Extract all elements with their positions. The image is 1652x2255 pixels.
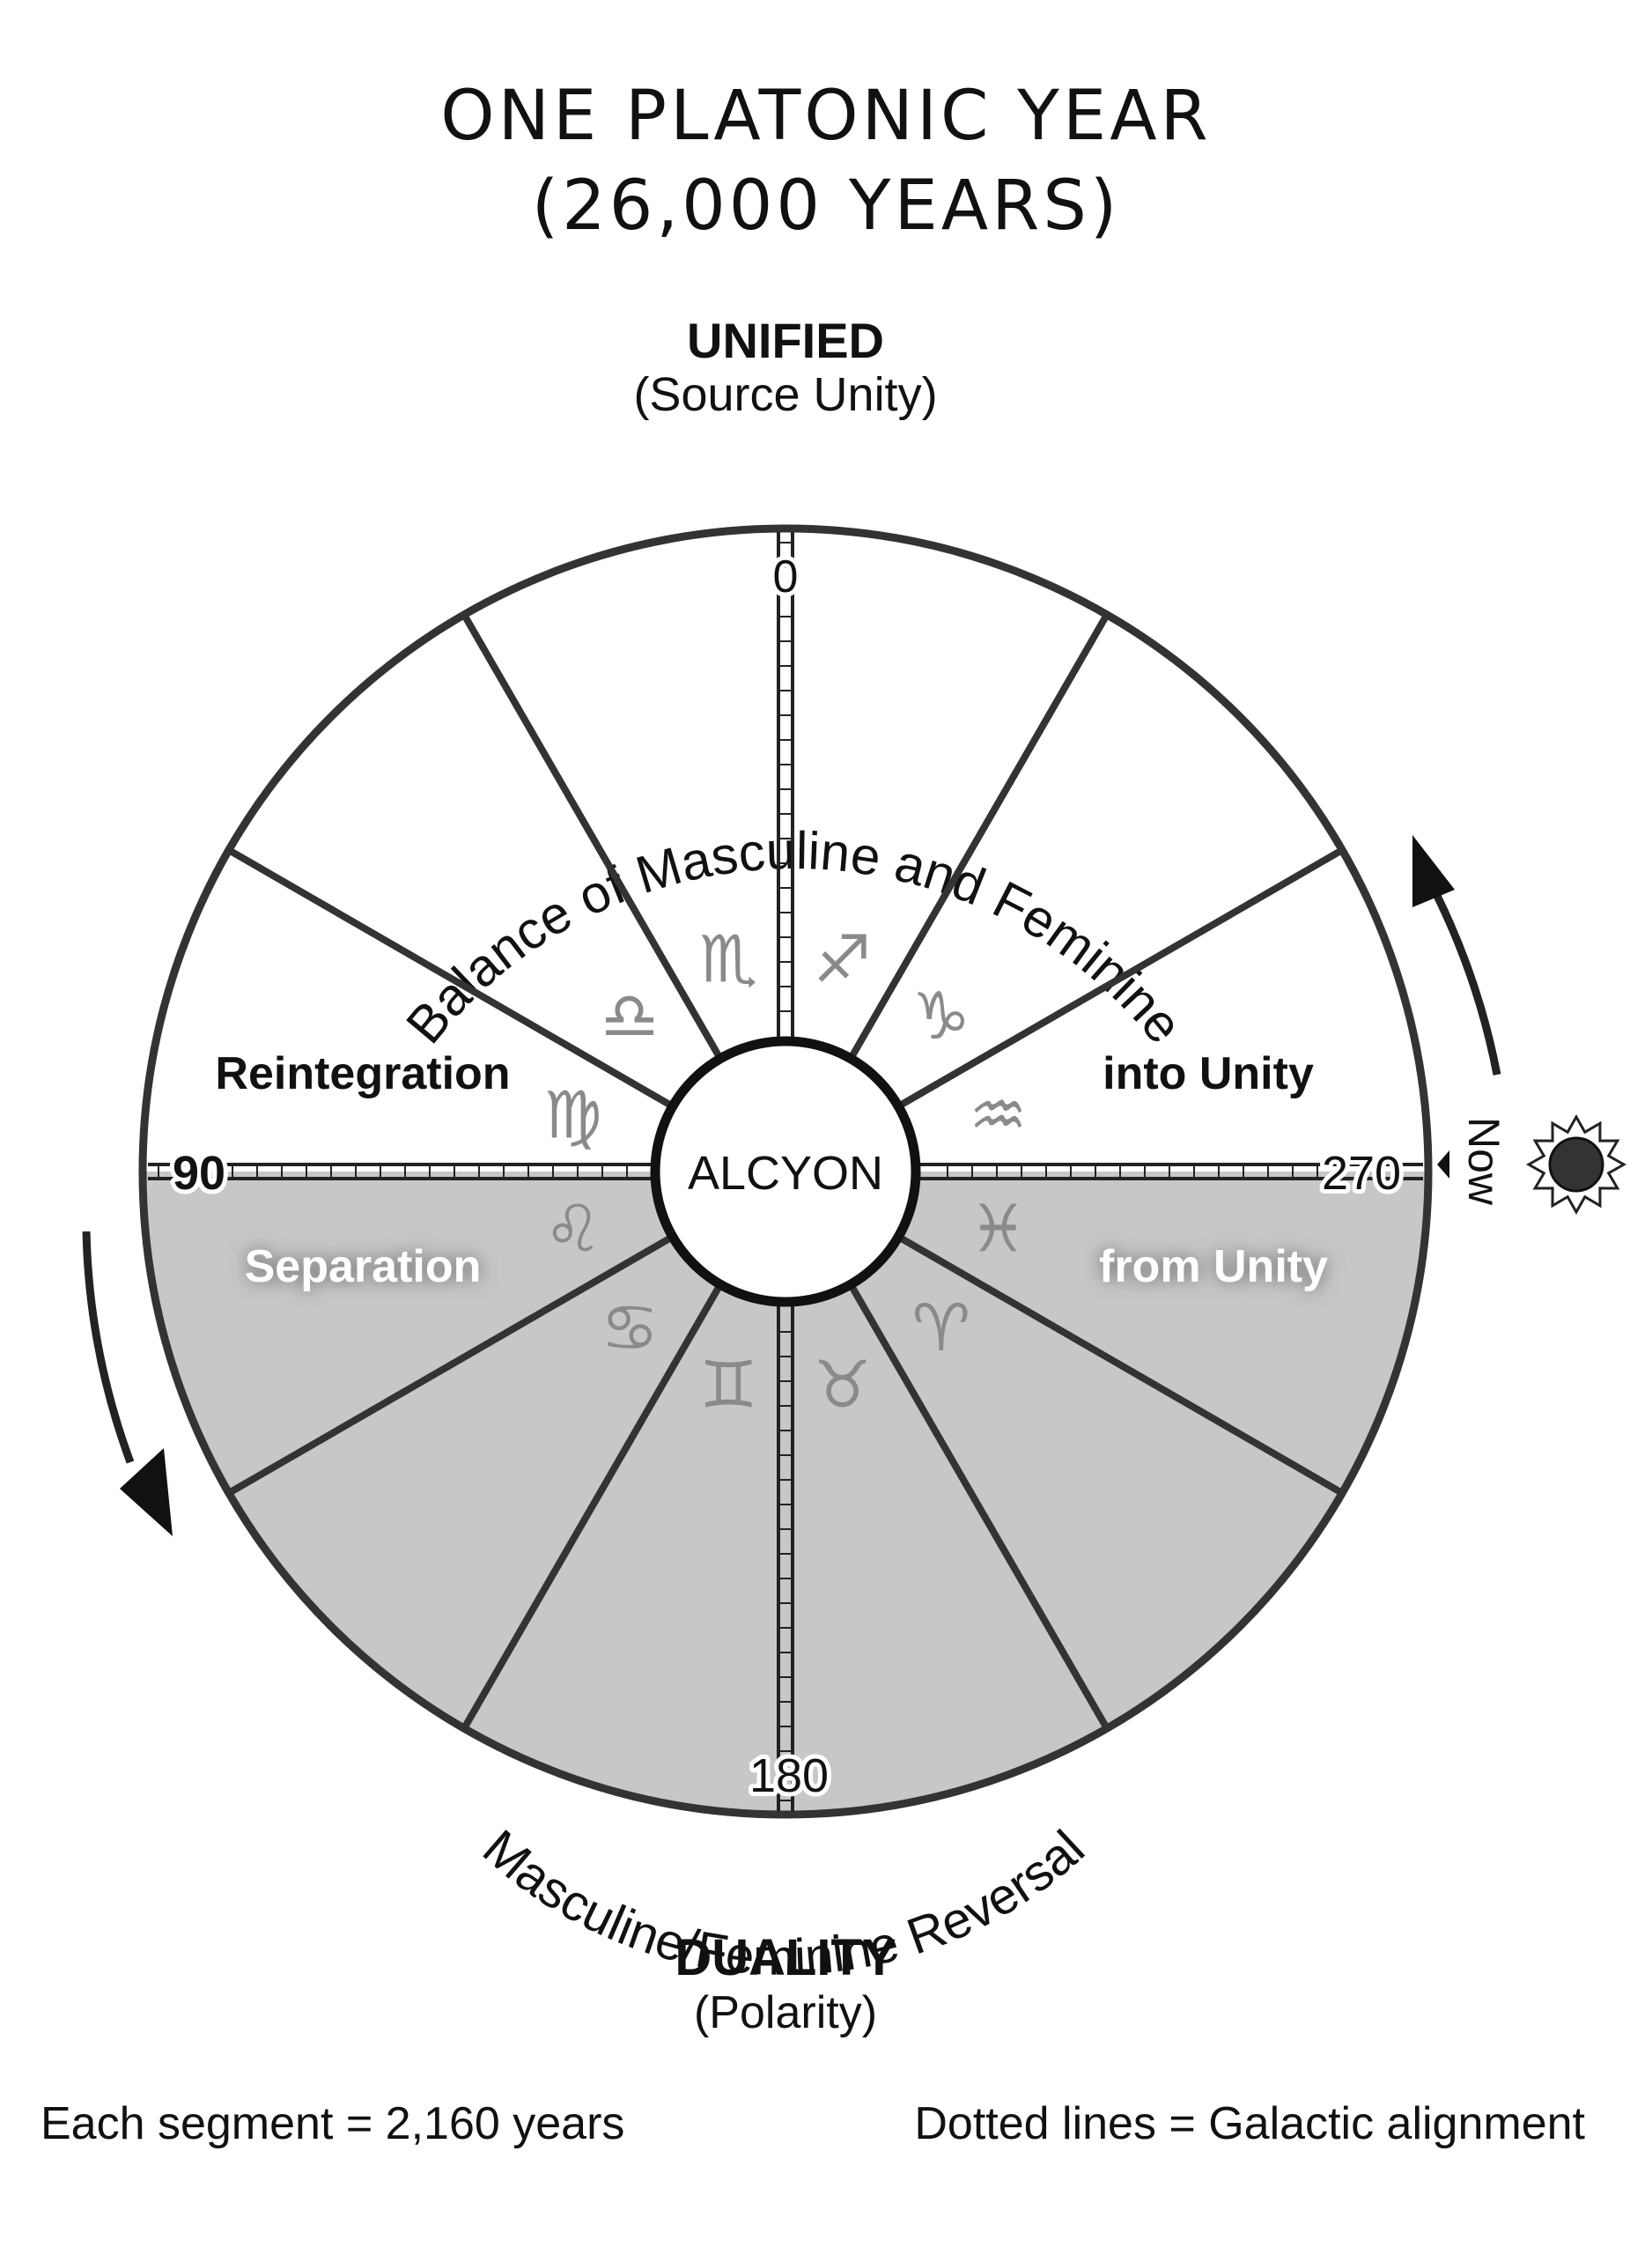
duality-subheading: (Polarity) [694, 1987, 877, 2038]
wheel: ALCYON 0 90 180 270 Reintegration into U… [138, 524, 1433, 1819]
degree-0-label: 0 [773, 551, 799, 603]
segment-divider [847, 1283, 1110, 1731]
alignment-legend: Dotted lines = Galactic alignment [914, 2098, 1585, 2149]
segment-divider [896, 847, 1345, 1110]
segment-divider [461, 1283, 724, 1731]
pisces-icon: ♓ [969, 1192, 1027, 1268]
now-pointer-icon [1437, 1150, 1449, 1179]
diagram-title: ONE PLATONIC YEAR [440, 77, 1212, 156]
segment-legend: Each segment = 2,160 years [41, 2098, 624, 2149]
diagram-subtitle: (26,000 YEARS) [532, 166, 1121, 246]
aquarius-icon: ♒ [969, 1077, 1027, 1153]
unified-heading: UNIFIED [687, 313, 884, 368]
taurus-icon: ♉ [814, 1347, 872, 1423]
degree-270-label: 270 [1322, 1147, 1401, 1200]
center-label: ALCYON [688, 1147, 883, 1200]
capricorn-icon: ♑ [912, 979, 970, 1054]
segment-divider [847, 612, 1110, 1061]
sagittarius-icon: ♐ [814, 922, 872, 998]
alignment-ticks [158, 542, 1392, 1801]
leo-icon: ♌ [543, 1192, 601, 1268]
now-label: Now [1459, 1117, 1508, 1206]
lower-half-fill [143, 1172, 1428, 1815]
segment-divider [226, 847, 675, 1110]
aries-icon: ♈ [912, 1290, 970, 1366]
left-direction-arrow [82, 1231, 173, 1536]
segment-divider [226, 1233, 675, 1497]
unified-subheading: (Source Unity) [633, 368, 937, 421]
libra-icon: ♎ [601, 979, 659, 1054]
zodiac-glyphs: ♏ ♐ ♑ ♒ ♓ ♈ ♉ ♊ ♋♌ ♍♎ [543, 922, 1027, 1423]
degree-90-label: 90 [173, 1147, 225, 1200]
into-unity-label: into Unity [1103, 1048, 1314, 1099]
gemini-icon: ♊ [699, 1347, 757, 1423]
up-arrowhead-icon [1412, 835, 1455, 907]
segment-divider [461, 612, 724, 1061]
outer-ring [138, 524, 1433, 1819]
from-unity-label: from Unity [1099, 1241, 1328, 1292]
duality-heading: DUALITY [675, 1929, 896, 1986]
scorpio-icon: ♏ [699, 922, 757, 998]
top-arc-text: Balance of Masculine and Feminine [395, 821, 1194, 1054]
segment-divider [896, 1233, 1345, 1497]
down-arrowhead-icon [120, 1448, 173, 1536]
reintegration-label: Reintegration [215, 1048, 510, 1099]
cancer-icon: ♋ [601, 1290, 659, 1366]
right-direction-arrow [1412, 835, 1501, 1076]
separation-label: Separation [245, 1241, 482, 1292]
sun-icon [1525, 1113, 1627, 1216]
virgo-icon: ♍ [543, 1077, 601, 1153]
degree-180-label: 180 [749, 1749, 829, 1802]
segment-dividers [226, 612, 1345, 1731]
alcyon-center-circle [650, 1036, 921, 1307]
